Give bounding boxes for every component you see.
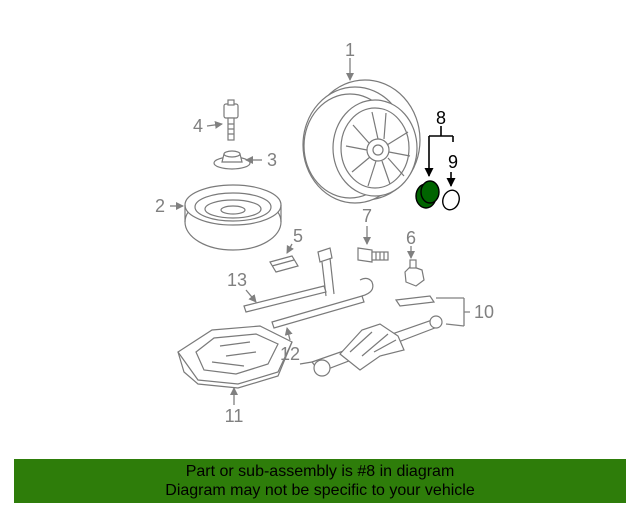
callout-9: 9 <box>448 152 458 172</box>
callout-2: 2 <box>155 196 165 216</box>
lug-bolt-part <box>357 247 389 263</box>
callout-3: 3 <box>267 150 277 170</box>
valve-cap-part <box>404 259 425 287</box>
callout-13: 13 <box>227 270 247 290</box>
callout-4: 4 <box>193 116 203 136</box>
banner-line-1: Part or sub-assembly is #8 in diagram <box>185 463 455 480</box>
bolt-part <box>223 99 239 141</box>
leader-5 <box>286 243 294 254</box>
callout-6: 6 <box>406 228 416 248</box>
callout-8: 8 <box>436 108 446 128</box>
leader-12 <box>284 327 293 341</box>
jack-bag-part <box>269 255 299 273</box>
leader-8 <box>429 126 453 176</box>
parts-diagram: 1 2 3 4 5 6 7 8 9 10 11 12 13 <box>155 40 494 426</box>
callout-5: 5 <box>293 226 303 246</box>
cone-nut-part <box>213 150 251 170</box>
center-cap-part <box>415 180 440 209</box>
lug-wrench-part <box>271 247 374 329</box>
wheel-part <box>302 79 421 204</box>
leader-4 <box>206 120 223 129</box>
leader-10 <box>436 297 470 327</box>
callout-7: 7 <box>362 206 372 226</box>
spare-wheel-part <box>184 184 282 251</box>
callout-12: 12 <box>280 344 300 364</box>
tool-tray-part <box>177 325 293 389</box>
info-banner: Part or sub-assembly is #8 in diagram Di… <box>14 459 626 503</box>
banner-line-2: Diagram may not be specific to your vehi… <box>165 482 475 499</box>
jack-part <box>299 295 443 377</box>
callout-11: 11 <box>225 406 244 426</box>
callout-10: 10 <box>474 302 494 322</box>
o-ring-part <box>442 189 460 211</box>
callout-1: 1 <box>345 40 355 60</box>
extension-bar-part <box>243 285 327 313</box>
leader-13 <box>245 289 257 303</box>
